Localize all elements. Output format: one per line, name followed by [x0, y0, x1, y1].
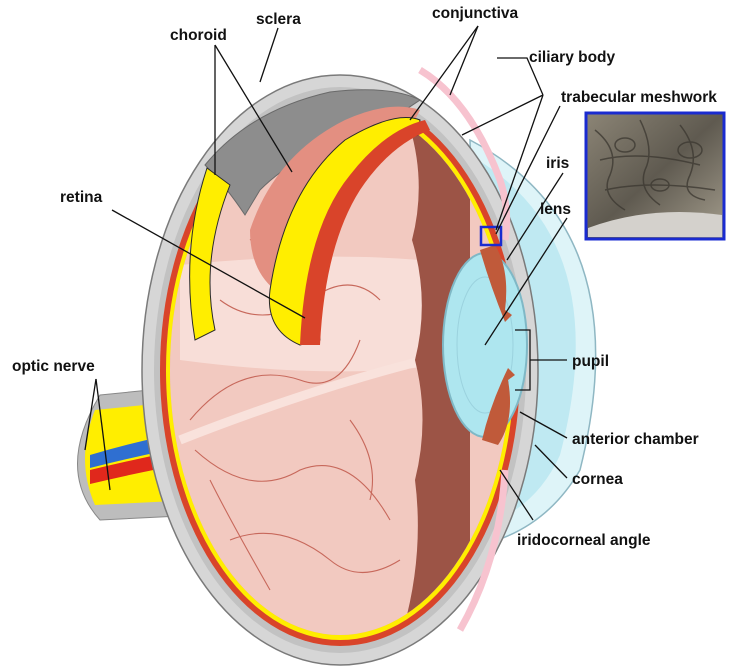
- label-cornea: cornea: [572, 471, 623, 488]
- label-conjunctiva: conjunctiva: [432, 5, 519, 22]
- trabecular-meshwork-inset: [586, 113, 724, 239]
- label-pupil: pupil: [572, 353, 609, 370]
- label-iris: iris: [546, 155, 569, 172]
- label-choroid: choroid: [170, 27, 227, 44]
- label-retina: retina: [60, 189, 103, 206]
- label-trabecular-meshwork: trabecular meshwork: [561, 89, 717, 106]
- label-iridocorneal-angle: iridocorneal angle: [517, 532, 651, 549]
- label-anterior-chamber: anterior chamber: [572, 431, 699, 448]
- label-lens: lens: [540, 201, 571, 218]
- label-sclera: sclera: [256, 11, 301, 28]
- label-ciliary-body: ciliary body: [529, 49, 616, 66]
- label-optic-nerve: optic nerve: [12, 358, 95, 375]
